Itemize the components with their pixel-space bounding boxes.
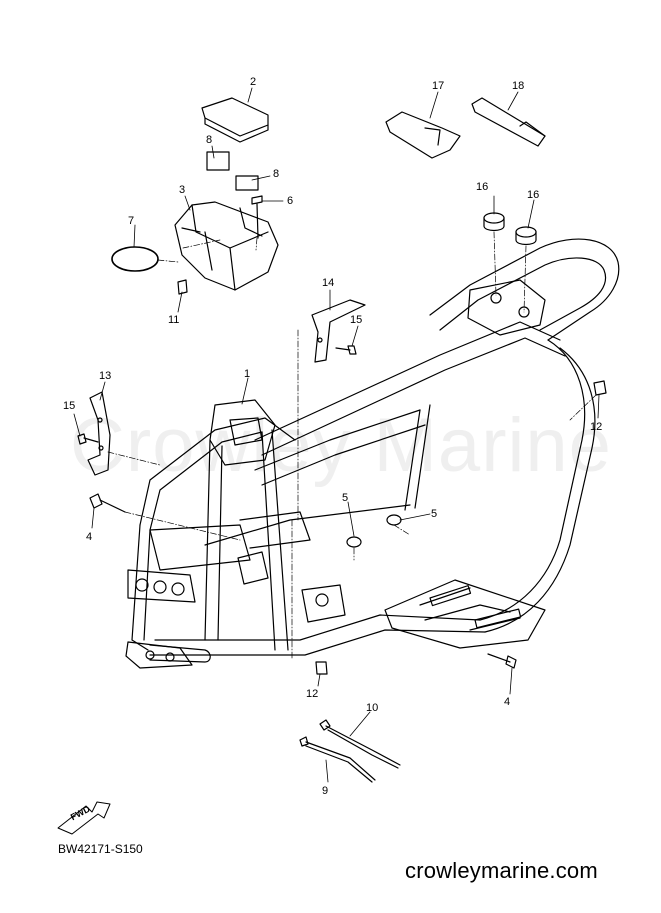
callout-17: 17 [432, 80, 445, 92]
clip-lower [315, 661, 328, 675]
battery-box [174, 201, 279, 291]
collar-right [386, 514, 402, 526]
callout-11: 11 [168, 314, 180, 326]
battery-pad-right [235, 175, 259, 191]
bolt-small-left [77, 433, 99, 445]
watermark-text: Crowley Marine [70, 403, 612, 488]
callout-1: 1 [244, 368, 251, 380]
callout-14: 14 [322, 277, 335, 289]
bracket-left [87, 391, 111, 476]
leader-lines [73, 87, 600, 783]
bolt-rear [487, 653, 517, 669]
footrest-plate [384, 579, 546, 649]
callout-7: 7 [128, 215, 135, 227]
fwd-arrow-icon [57, 801, 111, 835]
callout-12b: 12 [306, 688, 319, 700]
battery-clip [177, 279, 188, 295]
callout-16b: 16 [527, 189, 540, 201]
rubber-band [111, 246, 159, 272]
cable-tie-9 [299, 736, 376, 783]
callout-2: 2 [250, 76, 257, 88]
callout-12a: 12 [590, 421, 603, 433]
collar-left [346, 536, 362, 548]
diagram-code: BW42171-S150 [58, 842, 143, 856]
callout-10: 10 [366, 702, 379, 714]
clip-rear [593, 380, 607, 396]
callout-9: 9 [322, 785, 329, 797]
grommet-left [483, 212, 505, 232]
bracket-right [311, 299, 366, 363]
battery-cover [201, 97, 269, 143]
callout-15a: 15 [350, 314, 363, 326]
bolt-front [89, 493, 126, 513]
grease-tube [385, 111, 461, 159]
callout-3: 3 [179, 184, 186, 196]
grommet-right [515, 226, 537, 246]
callout-6: 6 [287, 195, 294, 207]
callout-4b: 4 [504, 696, 511, 708]
callout-5b: 5 [431, 508, 438, 520]
pin-tube [471, 97, 546, 147]
callout-18: 18 [512, 80, 525, 92]
cable-tie-10 [319, 719, 401, 769]
callout-4a: 4 [86, 531, 93, 543]
screw [251, 195, 263, 239]
website-footer: crowleymarine.com [405, 858, 598, 883]
callout-8b: 8 [273, 168, 280, 180]
callout-13: 13 [99, 370, 112, 382]
callout-15b: 15 [63, 400, 76, 412]
callout-5a: 5 [342, 492, 349, 504]
callout-8a: 8 [206, 134, 213, 146]
battery-pad-left [206, 151, 230, 171]
main-frame [125, 238, 620, 669]
alignment-lines [107, 231, 597, 661]
callout-16a: 16 [476, 181, 489, 193]
bolt-small-right [335, 345, 357, 355]
